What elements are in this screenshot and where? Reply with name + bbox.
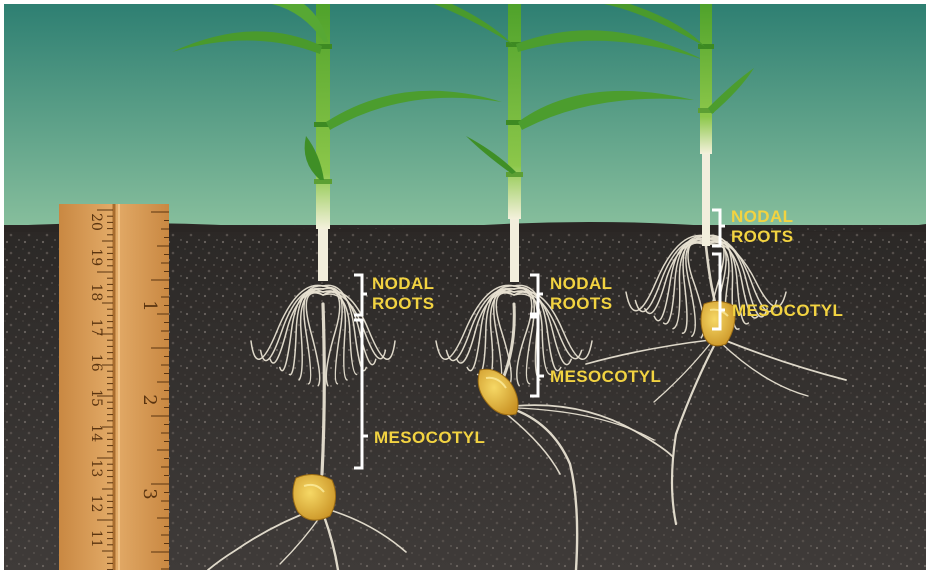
- ruler-cm-label: 20: [88, 213, 104, 231]
- ruler-cm-label: 16: [88, 354, 104, 372]
- plant-3-mesocotyl-label: MESOCOTYL: [732, 301, 843, 320]
- ruler-inch-label: 1: [139, 300, 160, 311]
- ruler-cm-label: 13: [88, 459, 104, 477]
- illustration-frame: 20191817161514131211 123: [4, 4, 926, 570]
- plant-1-nodal-label-line2: ROOTS: [372, 294, 434, 313]
- ruler-cm-label: 15: [88, 389, 104, 407]
- plant-1-nodal-label-line1: NODAL: [372, 274, 434, 293]
- plant-3-nodal-label-line1: NODAL: [731, 207, 793, 226]
- ruler-inch-label: 3: [139, 488, 160, 499]
- plant-2-nodal-label-line2: ROOTS: [550, 294, 612, 313]
- ruler-cm-label: 11: [88, 530, 104, 548]
- plant-2-mesocotyl-label: MESOCOTYL: [550, 367, 661, 386]
- wooden-ruler: 20191817161514131211 123: [59, 204, 169, 570]
- ruler-cm-label: 12: [88, 495, 104, 513]
- kernel-1-icon: [293, 474, 336, 520]
- corn-seedling-diagram: 20191817161514131211 123: [4, 4, 926, 570]
- ruler-cm-label: 18: [88, 283, 104, 301]
- ruler-cm-label: 14: [88, 424, 104, 442]
- ruler-cm-label: 19: [88, 248, 104, 266]
- sky: [4, 4, 926, 225]
- ruler-inch-label: 2: [139, 394, 160, 405]
- plant-1-mesocotyl-label: MESOCOTYL: [374, 428, 485, 447]
- ruler-cm-label: 17: [88, 319, 104, 337]
- plant-3-nodal-label-line2: ROOTS: [731, 227, 793, 246]
- plant-2-nodal-label-line1: NODAL: [550, 274, 612, 293]
